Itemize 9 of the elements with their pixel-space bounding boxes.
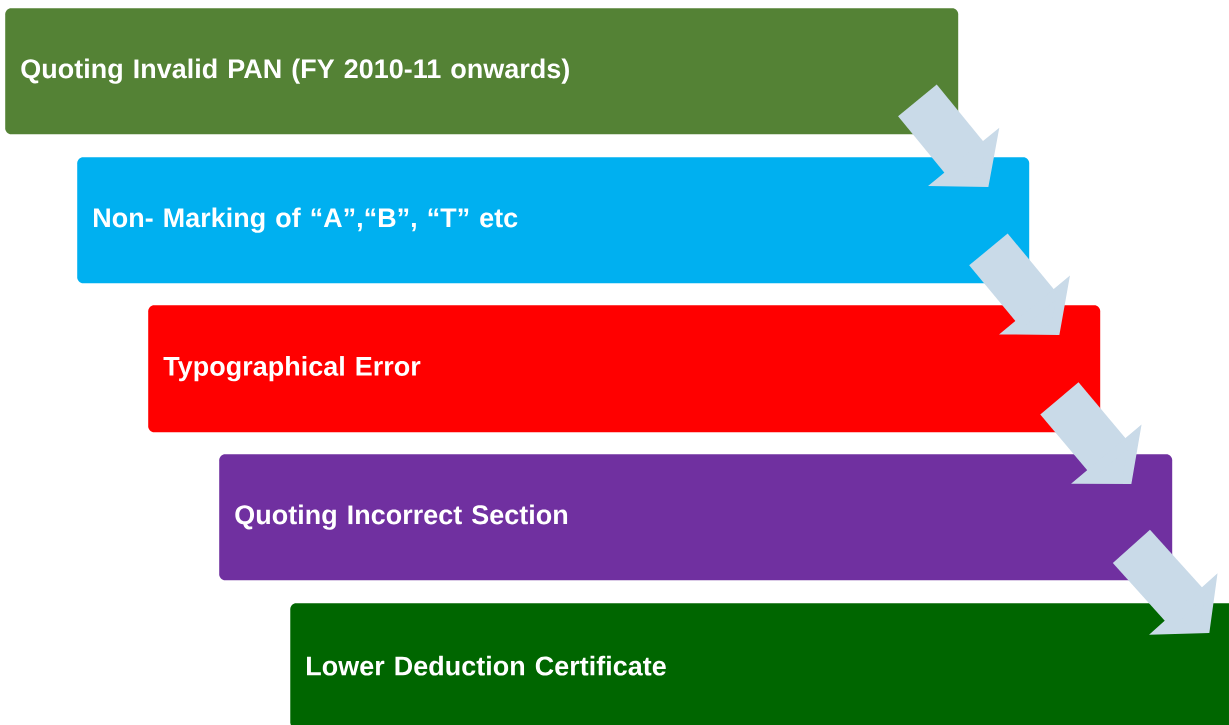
- arrow: [1040, 382, 1142, 484]
- process-box: Non- Marking of “A”,“B”, “T” etc: [77, 157, 1030, 284]
- arrow: [969, 233, 1070, 335]
- process-box: Quoting Incorrect Section: [219, 454, 1173, 581]
- arrow: [898, 84, 1000, 187]
- process-box: Typographical Error: [148, 305, 1101, 433]
- process-box: Lower Deduction Certificate: [290, 603, 1229, 725]
- arrow: [1112, 529, 1218, 635]
- process-box: Quoting Invalid PAN (FY 2010-11 onwards): [5, 8, 959, 135]
